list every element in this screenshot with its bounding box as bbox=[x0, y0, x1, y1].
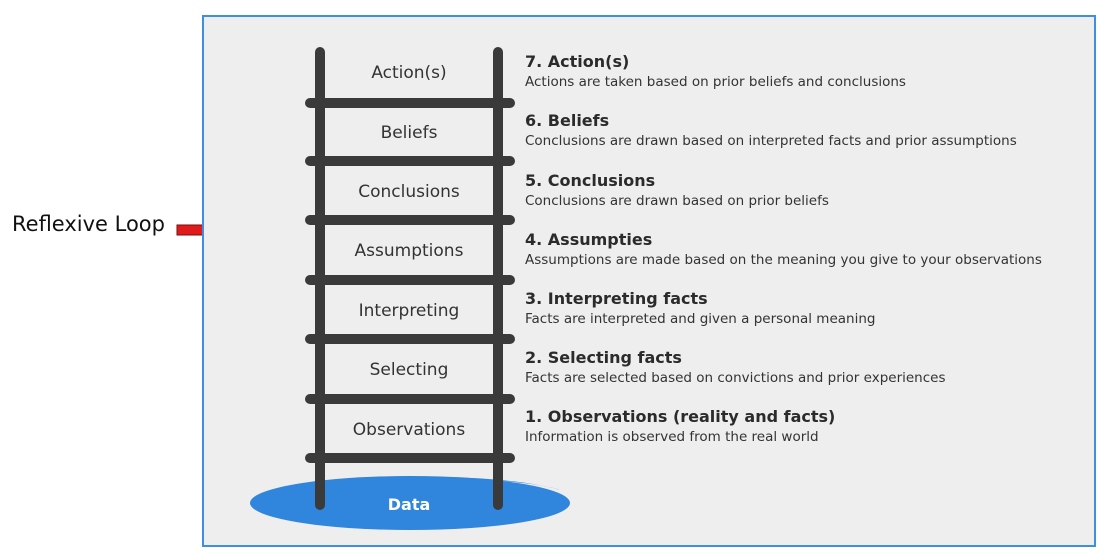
rung-label-beliefs: Beliefs bbox=[380, 123, 438, 143]
step-description: Actions are taken based on prior beliefs… bbox=[525, 74, 906, 90]
ladder-rungs bbox=[305, 98, 515, 463]
step-4: 4. Assumpties Assumptions are made based… bbox=[525, 230, 1085, 270]
step-description: Information is observed from the real wo… bbox=[525, 429, 819, 445]
rung-label-interpreting: Interpreting bbox=[358, 301, 460, 321]
rung-label-assumptions: Assumptions bbox=[354, 241, 464, 261]
step-title: 6. Beliefs bbox=[525, 111, 610, 130]
step-title: 3. Interpreting facts bbox=[525, 289, 708, 308]
data-label: Data bbox=[387, 495, 431, 514]
step-5: 5. Conclusions Conclusions are drawn bas… bbox=[525, 171, 1085, 211]
reflexive-loop-label: Reflexive Loop bbox=[12, 212, 165, 236]
rung-label-observations: Observations bbox=[352, 420, 466, 440]
step-description: Facts are interpreted and given a person… bbox=[525, 311, 876, 327]
step-description: Assumptions are made based on the meanin… bbox=[525, 252, 1042, 268]
step-description: Conclusions are drawn based on interpret… bbox=[525, 133, 1017, 149]
rung-label-selecting: Selecting bbox=[369, 360, 449, 380]
step-title: 5. Conclusions bbox=[525, 171, 656, 190]
step-2: 2. Selecting facts Facts are selected ba… bbox=[525, 348, 1085, 388]
step-title: 4. Assumpties bbox=[525, 230, 653, 249]
rung-label-conclusions: Conclusions bbox=[358, 182, 460, 202]
step-description: Facts are selected based on convictions … bbox=[525, 370, 946, 386]
step-7: 7. Action(s) Actions are taken based on … bbox=[525, 52, 1085, 92]
step-3: 3. Interpreting facts Facts are interpre… bbox=[525, 289, 1085, 329]
step-6: 6. Beliefs Conclusions are drawn based o… bbox=[525, 111, 1085, 151]
step-1: 1. Observations (reality and facts) Info… bbox=[525, 407, 1085, 447]
rung-label-actions: Action(s) bbox=[371, 63, 447, 83]
step-title: 7. Action(s) bbox=[525, 52, 630, 71]
step-title: 1. Observations (reality and facts) bbox=[525, 407, 836, 426]
step-title: 2. Selecting facts bbox=[525, 348, 682, 367]
step-description: Conclusions are drawn based on prior bel… bbox=[525, 193, 829, 209]
data-puddle bbox=[250, 476, 570, 530]
